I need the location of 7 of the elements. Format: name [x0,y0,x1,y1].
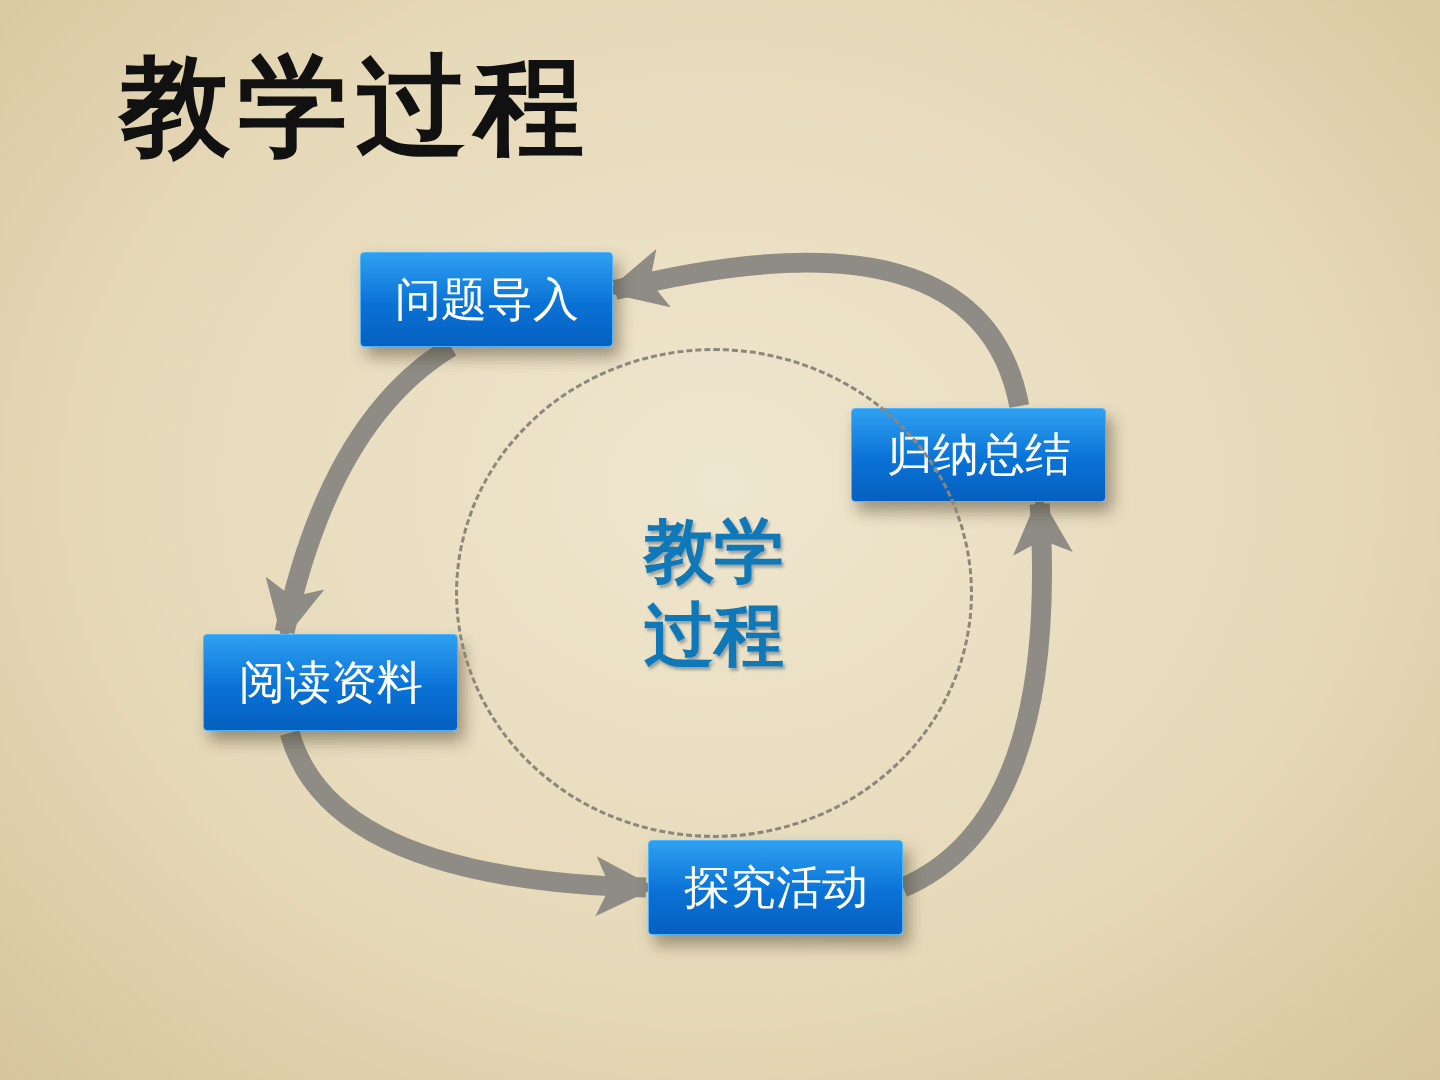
step-box: 阅读资料 [203,634,458,731]
dashed-circle [455,348,973,838]
step-box: 归纳总结 [851,408,1106,502]
step-box: 探究活动 [648,840,903,935]
step-box: 问题导入 [360,252,613,347]
title: 教学过程 [120,41,592,172]
center-label: 教学过程 [641,509,785,677]
